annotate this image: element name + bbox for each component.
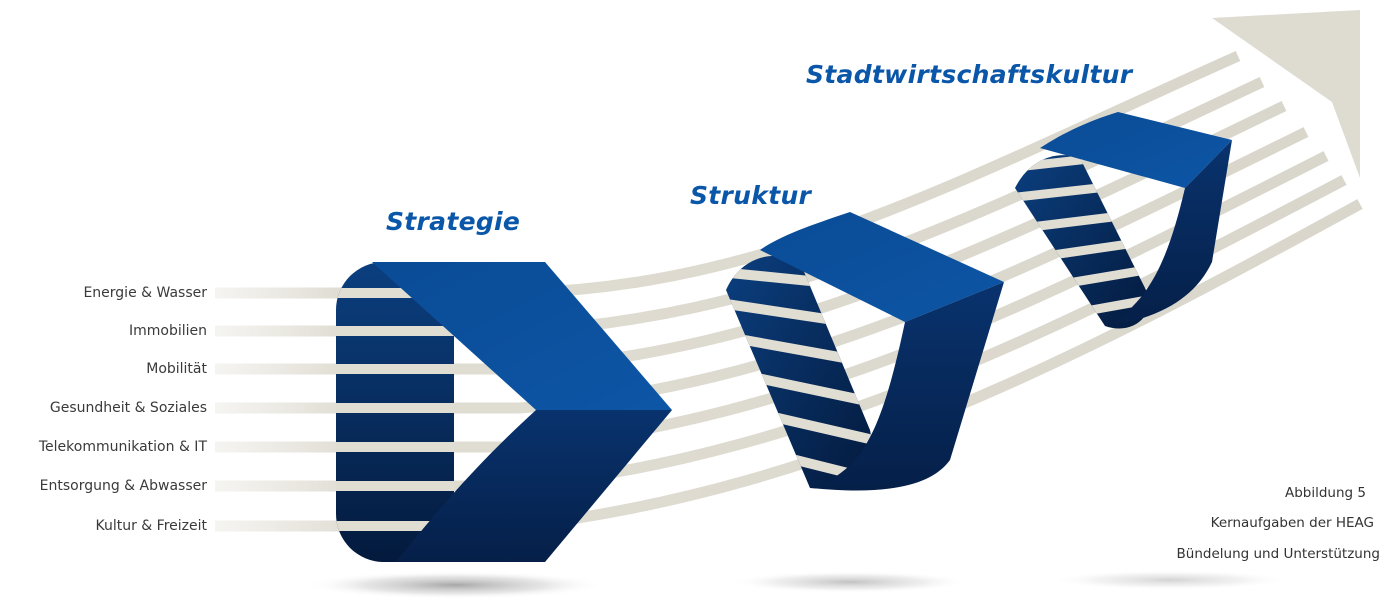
growth-arrowhead xyxy=(1212,10,1360,178)
sector-label-mobilitaet: Mobilität xyxy=(146,361,207,377)
shadow-stadtwirtschaftskultur xyxy=(1050,570,1290,590)
stage-strategie-shape xyxy=(336,262,672,562)
stadtwirtschaftskultur-inner-panel xyxy=(1015,155,1150,329)
stadtwirtschaftskultur-bottom-face xyxy=(1108,140,1232,326)
strategie-top-face xyxy=(372,262,672,410)
stage-title-strategie: Strategie xyxy=(386,207,521,236)
strategie-bottom-face xyxy=(396,410,672,562)
sector-label-telekommunikation-it: Telekommunikation & IT xyxy=(38,439,207,455)
figure-caption-line-3: Bündelung und Unterstützung xyxy=(1176,546,1380,562)
struktur-bottom-face xyxy=(812,282,1004,491)
sector-label-gesundheit-soziales: Gesundheit & Soziales xyxy=(49,400,207,416)
shadow-strategie xyxy=(305,571,605,599)
sector-label-kultur-freizeit: Kultur & Freizeit xyxy=(95,518,207,534)
sector-label-entsorgung-abwasser: Entsorgung & Abwasser xyxy=(39,478,207,494)
figure-caption-line-1: Abbildung 5 xyxy=(1284,485,1366,501)
stage-title-stadtwirtschaftskultur: Stadtwirtschaftskultur xyxy=(806,60,1133,89)
sector-label-energie-wasser: Energie & Wasser xyxy=(83,285,207,301)
shadow-struktur xyxy=(730,571,970,593)
stadtwirtschaftskultur-top-face xyxy=(1040,112,1232,188)
sector-label-immobilien: Immobilien xyxy=(128,323,207,339)
stage-title-struktur: Struktur xyxy=(690,181,812,210)
struktur-top-face xyxy=(760,212,1004,322)
figure-caption-line-2: Kernaufgaben der HEAG xyxy=(1210,515,1374,531)
